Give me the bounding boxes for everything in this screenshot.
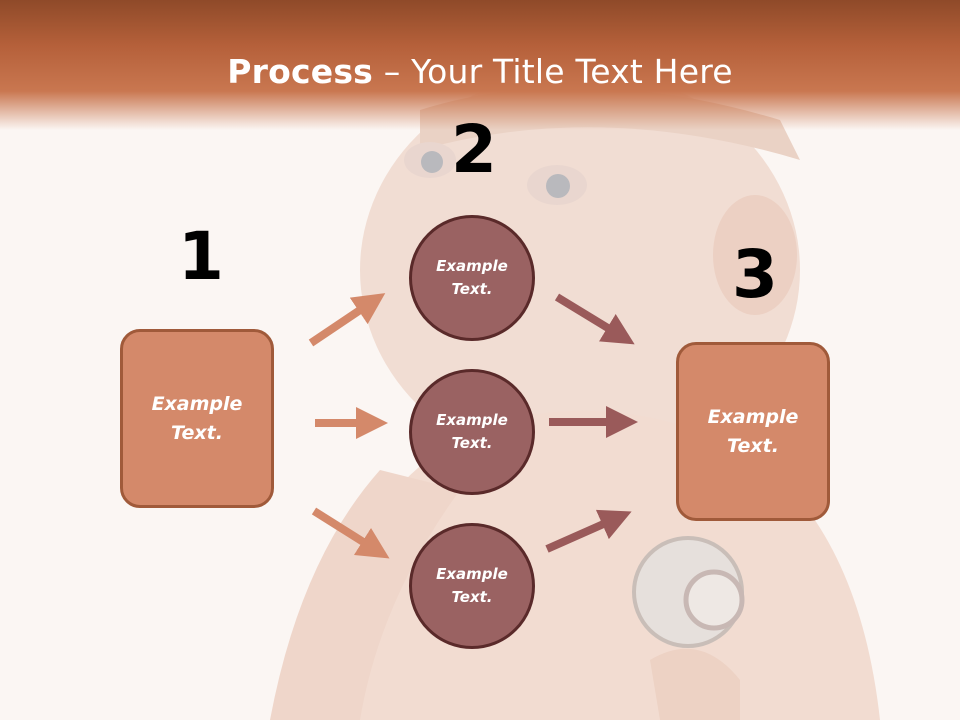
step-2-number: 2 (451, 111, 497, 188)
step-1-number: 1 (178, 218, 224, 295)
step-1-box: Example Text. (120, 329, 274, 508)
step-3-number: 3 (732, 236, 778, 313)
page-title: Process – Your Title Text Here (0, 52, 960, 91)
title-rest: – Your Title Text Here (373, 52, 733, 91)
circle-label: Example Text. (436, 411, 508, 452)
circle-label: Example Text. (436, 565, 508, 606)
step-3-box: Example Text. (676, 342, 830, 521)
step-2-circle-top: Example Text. (409, 215, 535, 341)
arrow-2-bottom-to-3 (545, 509, 632, 553)
circle-label: Example Text. (436, 257, 508, 298)
step-2-circle-bottom: Example Text. (409, 523, 535, 649)
step-3-label: Example Text. (707, 405, 799, 457)
step-2-circle-middle: Example Text. (409, 369, 535, 495)
arrow-1-to-2-top (308, 293, 386, 347)
step-1-label: Example Text. (151, 392, 243, 444)
title-bold: Process (227, 52, 374, 91)
header-band (0, 0, 960, 130)
arrow-2-top-to-3 (554, 293, 635, 345)
arrow-1-to-2-bottom (311, 507, 390, 559)
